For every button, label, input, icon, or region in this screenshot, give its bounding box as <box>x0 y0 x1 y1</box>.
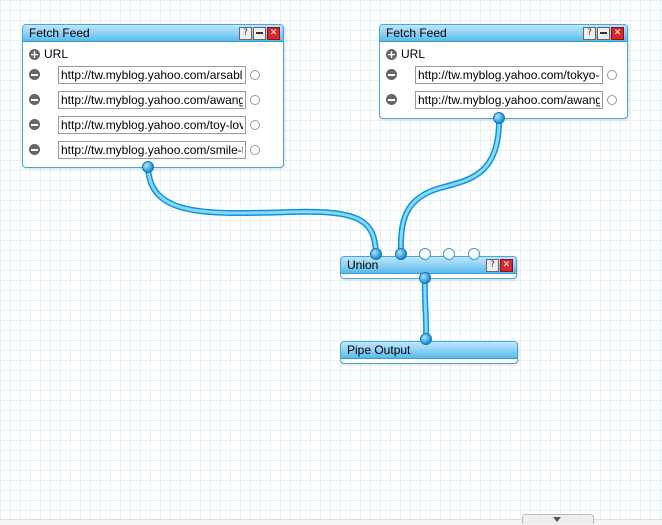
canvas-scrollbar[interactable] <box>0 519 662 525</box>
url-row <box>29 62 277 87</box>
add-url-icon[interactable]: + <box>386 47 397 61</box>
module-titlebar[interactable]: Fetch Feed ? ✕ <box>23 25 283 42</box>
pipe-output-module[interactable]: Pipe Output <box>340 341 518 364</box>
url-header: + URL <box>386 46 621 62</box>
url-input[interactable] <box>415 90 603 109</box>
url-row <box>386 87 621 112</box>
close-button[interactable]: ✕ <box>611 27 624 40</box>
url-row <box>29 112 277 137</box>
url-input[interactable] <box>58 115 246 134</box>
module-title: Union <box>347 258 379 272</box>
remove-url-icon[interactable] <box>29 144 40 155</box>
wire-union-to-output <box>421 275 430 342</box>
output-terminal[interactable] <box>142 161 154 173</box>
url-input[interactable] <box>58 65 246 84</box>
empty-input-terminal[interactable] <box>419 248 431 260</box>
minimize-button[interactable] <box>597 27 610 40</box>
url-input[interactable] <box>415 65 603 84</box>
input-terminal[interactable] <box>395 248 407 260</box>
input-terminal[interactable] <box>370 248 382 260</box>
module-title: Fetch Feed <box>29 26 90 40</box>
module-titlebar[interactable]: Union ? ✕ <box>341 257 516 274</box>
minimize-button[interactable] <box>253 27 266 40</box>
url-row <box>386 62 621 87</box>
url-header: + URL <box>29 46 277 62</box>
help-button[interactable]: ? <box>239 27 252 40</box>
remove-url-icon[interactable] <box>29 69 40 80</box>
add-url-icon[interactable]: + <box>29 47 40 61</box>
output-terminal[interactable] <box>493 112 505 124</box>
url-row <box>29 87 277 112</box>
url-label: URL <box>401 47 426 61</box>
wire-fetch2-to-union <box>397 115 503 257</box>
url-label: URL <box>44 47 69 61</box>
close-button[interactable]: ✕ <box>500 259 513 272</box>
input-port-icon[interactable] <box>250 144 260 155</box>
union-module[interactable]: Union ? ✕ <box>340 256 517 279</box>
output-terminal[interactable] <box>419 272 431 284</box>
module-titlebar[interactable]: Pipe Output <box>341 342 517 359</box>
empty-input-terminal[interactable] <box>443 248 455 260</box>
close-button[interactable]: ✕ <box>267 27 280 40</box>
remove-url-icon[interactable] <box>29 119 40 130</box>
help-button[interactable]: ? <box>486 259 499 272</box>
input-port-icon[interactable] <box>250 119 260 130</box>
module-title: Pipe Output <box>347 343 411 357</box>
url-input[interactable] <box>58 140 246 159</box>
url-row <box>29 137 277 162</box>
remove-url-icon[interactable] <box>386 94 397 105</box>
input-port-icon[interactable] <box>607 69 617 80</box>
input-terminal[interactable] <box>420 333 432 345</box>
fetch-feed-module-1[interactable]: Fetch Feed ? ✕ + URL <box>22 24 284 168</box>
module-titlebar[interactable]: Fetch Feed ? ✕ <box>380 25 627 42</box>
url-input[interactable] <box>58 90 246 109</box>
empty-input-terminal[interactable] <box>468 248 480 260</box>
help-button[interactable]: ? <box>583 27 596 40</box>
remove-url-icon[interactable] <box>386 69 397 80</box>
input-port-icon[interactable] <box>250 94 260 105</box>
module-title: Fetch Feed <box>386 26 447 40</box>
input-port-icon[interactable] <box>250 69 260 80</box>
remove-url-icon[interactable] <box>29 94 40 105</box>
wire-fetch1-to-union <box>145 164 379 257</box>
input-port-icon[interactable] <box>607 94 617 105</box>
chevron-down-icon[interactable] <box>522 514 594 524</box>
fetch-feed-module-2[interactable]: Fetch Feed ? ✕ + URL <box>379 24 628 119</box>
